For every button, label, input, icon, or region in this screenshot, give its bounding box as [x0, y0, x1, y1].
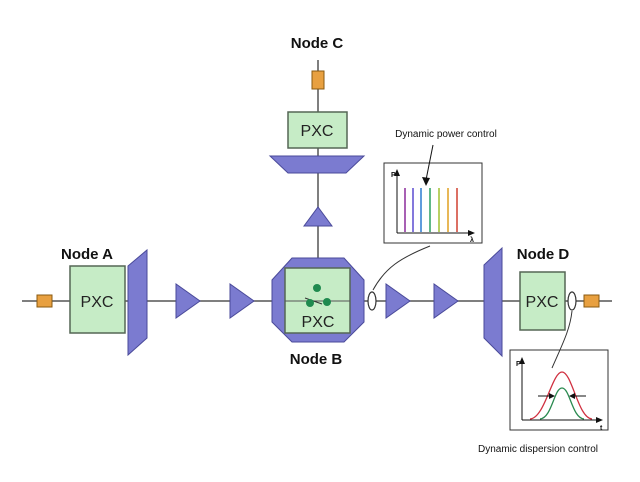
spectrum-lines — [404, 188, 458, 232]
switch-dot-icon — [323, 298, 331, 306]
connector-icon — [583, 294, 600, 308]
pxc-label-d: PXC — [526, 294, 559, 311]
node-d: PXC Node D — [483, 246, 600, 358]
pxc-label-b: PXC — [302, 314, 335, 331]
dispersion-control-inset: P t Dynamic dispersion control — [478, 310, 609, 455]
mux-trapezoid-icon — [127, 248, 148, 357]
arrow-head-icon — [422, 177, 430, 186]
y-axis-label: P — [516, 361, 521, 368]
axis-arrow-icon — [468, 230, 475, 236]
axis-arrow-icon — [394, 169, 400, 176]
mux-trapezoid-icon — [268, 155, 366, 174]
connector-icon — [311, 70, 325, 90]
switch-dot-icon — [313, 284, 321, 292]
power-spectrum-panel — [383, 162, 483, 244]
arrow-head-icon — [549, 393, 555, 399]
pulse-narrow — [539, 387, 585, 420]
pxc-box-a — [69, 265, 126, 334]
power-control-inset: Dynamic power control P λ — [372, 129, 497, 291]
amplifier-triangle-icon — [229, 283, 255, 319]
node-c: Node C PXC — [268, 35, 366, 227]
node-c-label: Node C — [291, 35, 344, 52]
optical-tap-ring-icon — [567, 291, 577, 311]
amplifier-triangle-icon — [303, 206, 333, 227]
node-a: PXC Node A — [36, 246, 148, 357]
pulse-broad — [529, 371, 593, 420]
x-axis-label: t — [600, 425, 603, 432]
callout-leader — [551, 310, 573, 369]
pxc-label-c: PXC — [301, 123, 334, 140]
amplifier-triangle-icon — [385, 283, 411, 319]
arrow-head-icon — [569, 393, 575, 399]
amplifier-triangle-icon — [175, 283, 201, 319]
pxc-box-d — [519, 271, 566, 331]
switch-arm — [304, 297, 323, 305]
connector-icon — [36, 294, 53, 308]
pxc-label-a: PXC — [81, 294, 114, 311]
optical-tap-ring-icon — [367, 291, 377, 311]
node-d-label: Node D — [517, 246, 570, 263]
y-axis-label: P — [391, 172, 396, 179]
axis-arrow-icon — [596, 417, 603, 423]
callout-arrow — [425, 144, 434, 181]
callout-leader — [372, 245, 431, 291]
node-b-label: Node B — [290, 351, 343, 368]
node-b: PXC Node B — [271, 257, 365, 368]
pxc-box-c — [287, 111, 348, 149]
mux-trapezoid-icon — [483, 246, 503, 358]
switch-dot-icon — [306, 299, 314, 307]
amplifier-triangle-icon — [433, 283, 459, 319]
x-axis-label: λ — [470, 236, 474, 244]
node-a-label: Node A — [61, 246, 113, 263]
axis-arrow-icon — [519, 357, 525, 364]
power-control-label: Dynamic power control — [395, 129, 497, 140]
dispersion-control-label: Dynamic dispersion control — [478, 444, 598, 455]
